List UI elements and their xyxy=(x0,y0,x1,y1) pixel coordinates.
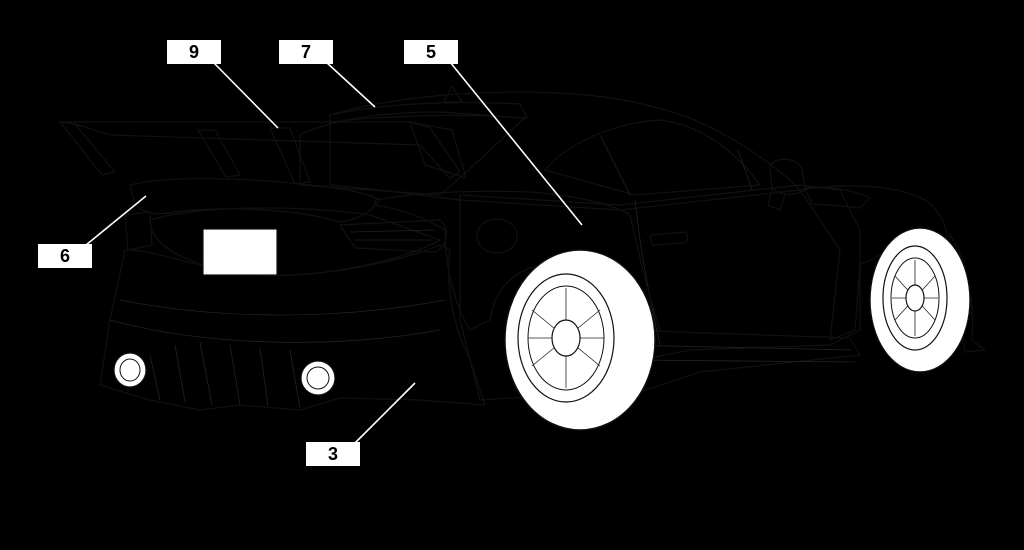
part-label-5: 5 xyxy=(404,40,458,64)
fuel-door xyxy=(476,218,518,254)
tail-light-left xyxy=(124,211,153,251)
leader-lines xyxy=(85,61,583,444)
trunk-lid xyxy=(149,207,441,276)
gt-wing-part-9 xyxy=(59,121,467,185)
car-side-body xyxy=(459,184,861,401)
part-label-7: 7 xyxy=(279,40,333,64)
car-body xyxy=(299,85,861,401)
svg-text:9: 9 xyxy=(189,42,199,62)
trunk-spoiler-part-6 xyxy=(129,177,381,223)
license-plate xyxy=(202,228,278,276)
door-handle xyxy=(649,231,689,246)
svg-text:6: 6 xyxy=(60,246,70,266)
car-roof xyxy=(329,91,801,211)
side-window xyxy=(544,119,761,196)
part-label-6: 6 xyxy=(38,244,92,268)
side-mirror xyxy=(769,158,806,195)
fender-vent xyxy=(804,186,871,209)
leader-7 xyxy=(325,61,376,108)
part-label-9: 9 xyxy=(167,40,221,64)
part-label-3: 3 xyxy=(306,442,360,466)
diffuser xyxy=(109,299,446,409)
leader-5 xyxy=(449,61,583,226)
roof-spoiler-part-7 xyxy=(329,101,528,123)
leader-6 xyxy=(85,195,147,246)
rear-wheel xyxy=(504,249,656,431)
leader-9 xyxy=(212,61,279,129)
svg-text:7: 7 xyxy=(301,42,311,62)
svg-text:3: 3 xyxy=(328,444,338,464)
leader-3 xyxy=(354,382,416,444)
tail-light-right xyxy=(339,219,447,253)
front-wheel xyxy=(869,227,971,373)
rear-window xyxy=(299,111,526,196)
svg-text:5: 5 xyxy=(426,42,436,62)
